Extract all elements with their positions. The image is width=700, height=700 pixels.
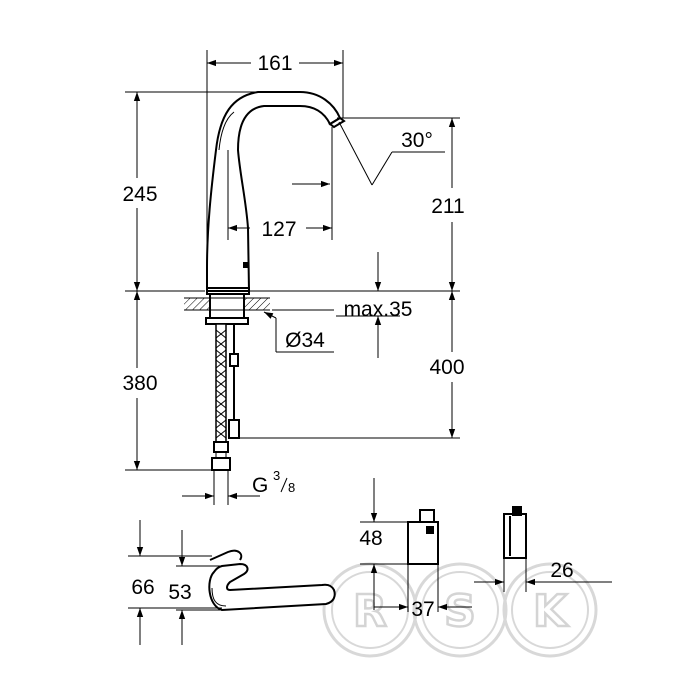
dim-66: 66 bbox=[128, 520, 222, 645]
mounting-nut bbox=[205, 317, 249, 325]
sensor-module: 26 bbox=[474, 506, 612, 592]
cable-connector bbox=[228, 419, 240, 439]
sensor-cable-plug bbox=[229, 353, 239, 367]
watermark-circle-s bbox=[412, 562, 508, 658]
dim-g-numerator: 3 bbox=[273, 468, 280, 483]
dim-211: 211 bbox=[431, 118, 465, 291]
watermark-letter-k: K bbox=[533, 586, 569, 637]
watermark-letter-s: S bbox=[444, 586, 476, 637]
rsk-watermark: R S K bbox=[322, 562, 598, 658]
g38-connector bbox=[211, 457, 231, 471]
watermark-letter-r: R bbox=[353, 586, 387, 637]
dim-g-thread: G 3 8 bbox=[182, 468, 295, 505]
dim-380: 380 bbox=[122, 291, 212, 471]
dim-127: 127 bbox=[227, 127, 333, 241]
spout-outlet bbox=[328, 116, 346, 129]
dim-66-label: 66 bbox=[131, 576, 154, 599]
handle-top-view bbox=[208, 549, 336, 612]
watermark-circle-k bbox=[502, 562, 598, 658]
dim-diameter-34: Ø34 bbox=[263, 311, 334, 353]
faucet-body bbox=[206, 91, 342, 292]
dim-g-denominator: 8 bbox=[288, 480, 295, 495]
sensor-dot bbox=[243, 262, 248, 268]
dim-161-label: 161 bbox=[257, 52, 292, 75]
supply-hoses bbox=[211, 323, 240, 471]
dim-53-label: 53 bbox=[168, 581, 191, 604]
dim-30-label: 30° bbox=[401, 129, 433, 152]
dim-400: 400 bbox=[239, 291, 465, 439]
countertop-section bbox=[184, 293, 270, 325]
handle-lever bbox=[208, 562, 336, 612]
control-box: 48 37 bbox=[359, 478, 472, 621]
dim-d34-label: Ø34 bbox=[285, 329, 325, 352]
dim-26-label: 26 bbox=[550, 559, 573, 582]
dim-161: 161 bbox=[206, 50, 344, 288]
dim-380-label: 380 bbox=[122, 372, 157, 395]
dim-53: 53 bbox=[168, 530, 220, 645]
dim-37-label: 37 bbox=[411, 598, 434, 621]
dim-245-label: 245 bbox=[122, 183, 157, 206]
sensor-module-body bbox=[503, 513, 527, 559]
dim-127-label: 127 bbox=[261, 218, 296, 241]
dim-g-label: G bbox=[252, 474, 268, 497]
dim-max35-label: max.35 bbox=[344, 298, 413, 321]
dim-max-35: max.35 bbox=[240, 252, 460, 358]
dim-211-label: 211 bbox=[431, 195, 464, 218]
dim-30-degrees: 30° bbox=[337, 117, 460, 186]
dim-400-label: 400 bbox=[429, 356, 464, 379]
dim-48-label: 48 bbox=[359, 527, 382, 550]
